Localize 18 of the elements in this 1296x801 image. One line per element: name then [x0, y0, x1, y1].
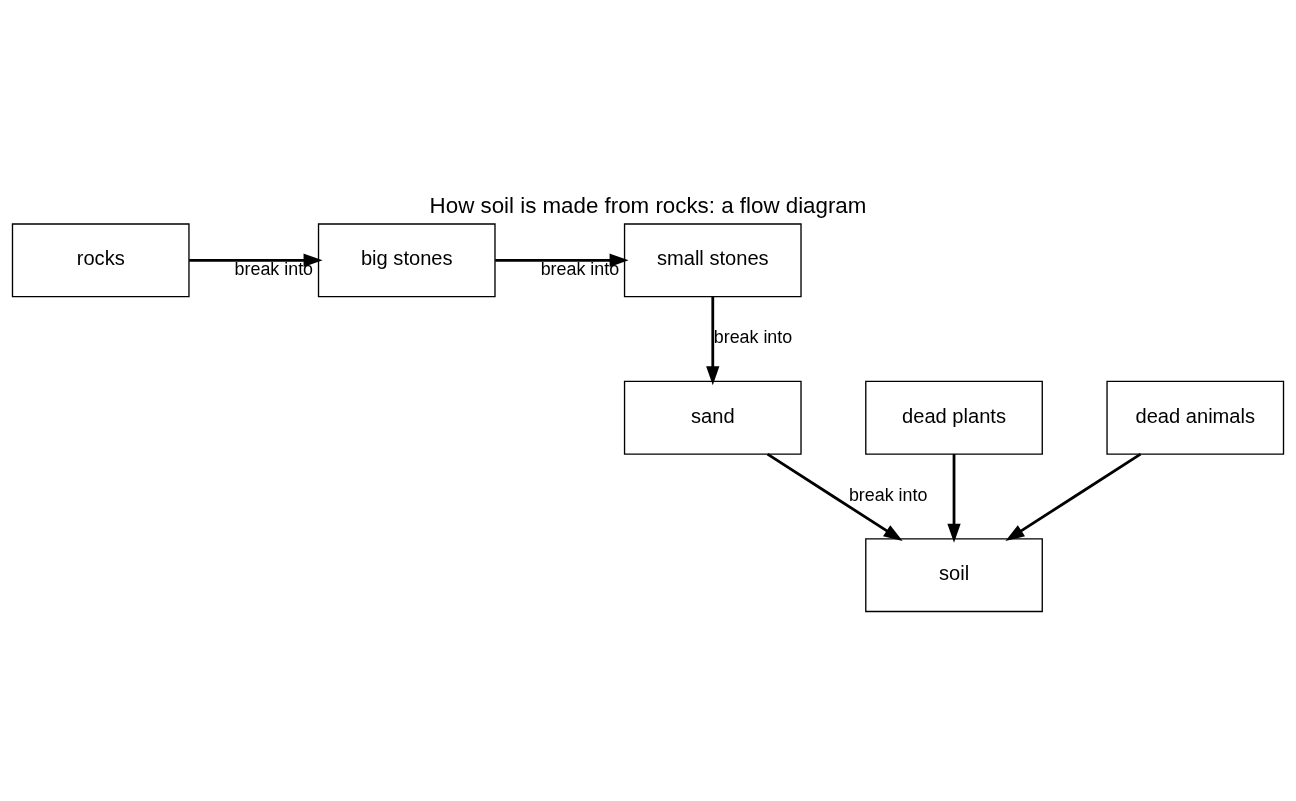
arrow: [189, 253, 323, 267]
arrow: [766, 452, 903, 541]
node-box: big stones: [317, 222, 496, 297]
node-box: rocks: [11, 222, 190, 297]
diagram-title: How soil is made from rocks: a flow diagram: [429, 192, 867, 218]
edge-label: break into: [234, 258, 314, 279]
edge-label: break into: [540, 258, 620, 279]
edge-label: break into: [713, 326, 793, 347]
arrow: [706, 296, 720, 385]
edge-label: break into: [848, 484, 928, 505]
arrow: [947, 453, 961, 543]
node-box: dead plants: [865, 380, 1043, 455]
node-box: soil: [865, 537, 1043, 612]
arrow: [1005, 452, 1142, 541]
node-box: small stones: [623, 222, 802, 297]
node-box: sand: [623, 380, 802, 455]
node-box: dead animals: [1106, 380, 1285, 455]
arrow: [495, 253, 629, 267]
